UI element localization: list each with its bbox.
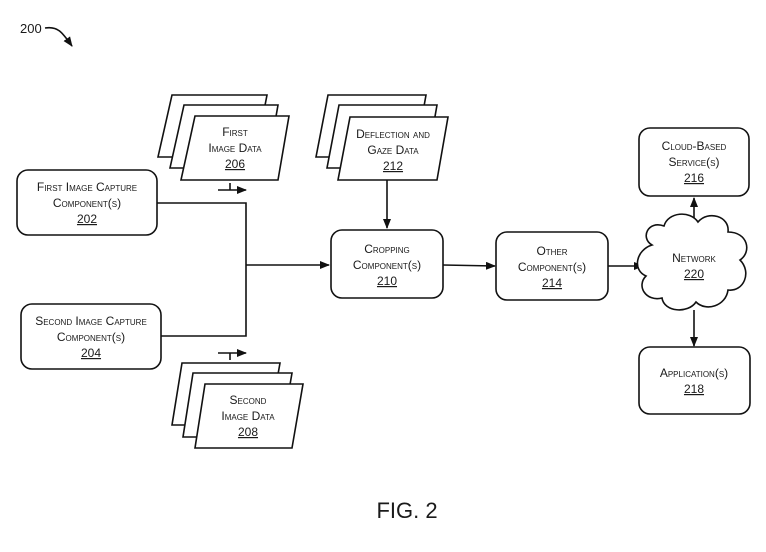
figure-reference-arrow (44, 26, 73, 47)
edge-cropping-to-other (442, 261, 496, 270)
application-label: Application(s) (660, 366, 728, 380)
first-data-flow-indicator (218, 183, 246, 190)
cloud-service-line2: Service(s) (669, 155, 720, 169)
other-line2: Component(s) (518, 260, 586, 274)
deflection-data-line2: Gaze Data (367, 143, 419, 157)
cloud-based-service: Cloud-Based Service(s) 216 (638, 127, 750, 197)
deflection-data-ref: 212 (383, 159, 403, 173)
network-label: Network (672, 251, 716, 265)
application: Application(s) 218 (638, 346, 751, 415)
second-image-data-line2: Image Data (221, 409, 275, 423)
network-cloud: Network 220 (636, 213, 748, 311)
other-ref: 214 (542, 276, 562, 290)
second-capture-ref: 204 (81, 346, 101, 360)
second-capture-line1: Second Image Capture (35, 314, 147, 328)
first-image-data-ref: 206 (225, 157, 245, 171)
cropping-component: Cropping Component(s) 210 (330, 229, 444, 299)
first-capture-line2: Component(s) (53, 196, 121, 210)
cropping-ref: 210 (377, 274, 397, 288)
cloud-service-ref: 216 (684, 171, 704, 185)
other-component: Other Component(s) 214 (495, 231, 609, 301)
second-data-flow-indicator (218, 353, 246, 360)
first-image-capture-component: First Image Capture Component(s) 202 (16, 169, 158, 236)
figure-reference-number: 200 (20, 21, 42, 36)
second-image-data-line1: Second (230, 393, 267, 407)
figure-caption: FIG. 2 (376, 498, 437, 523)
first-capture-ref: 202 (77, 212, 97, 226)
application-ref: 218 (684, 382, 704, 396)
deflection-data-line1: Deflection and (356, 127, 430, 141)
deflection-and-gaze-data: Deflection and Gaze Data 212 (315, 94, 449, 181)
cropping-line2: Component(s) (353, 258, 421, 272)
cropping-line1: Cropping (364, 242, 410, 256)
second-capture-line2: Component(s) (57, 330, 125, 344)
network-ref: 220 (684, 267, 704, 281)
first-image-data: First Image Data 206 (156, 94, 290, 181)
other-line1: Other (536, 244, 567, 258)
second-image-data-ref: 208 (238, 425, 258, 439)
first-capture-line1: First Image Capture (37, 180, 137, 194)
second-image-capture-component: Second Image Capture Component(s) 204 (20, 303, 162, 370)
cloud-service-line1: Cloud-Based (662, 139, 727, 153)
first-image-data-line1: First (222, 125, 248, 139)
first-image-data-line2: Image Data (208, 141, 262, 155)
second-image-data: Second Image Data 208 (171, 362, 304, 449)
capture-merge-line (157, 202, 247, 337)
